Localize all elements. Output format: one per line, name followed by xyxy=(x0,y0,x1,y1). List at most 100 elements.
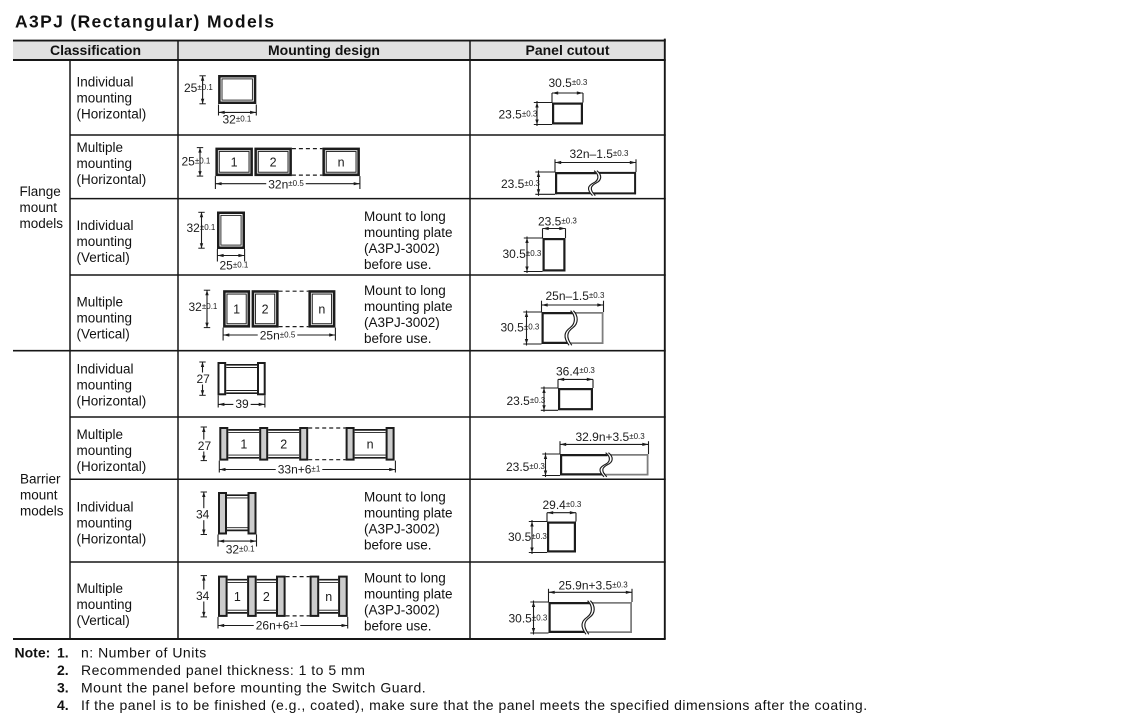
svg-text:If the panel is to be finished: If the panel is to be finished (e.g., co… xyxy=(81,697,868,713)
svg-text:29.4±0.3: 29.4±0.3 xyxy=(543,498,582,512)
svg-text:n: Number of Units: n: Number of Units xyxy=(81,645,207,661)
svg-text:Panel cutout: Panel cutout xyxy=(525,42,609,58)
svg-text:Note:: Note: xyxy=(15,645,51,661)
svg-text:Individual: Individual xyxy=(77,75,134,90)
svg-text:25±0.1: 25±0.1 xyxy=(182,155,211,169)
svg-text:39: 39 xyxy=(235,397,249,411)
svg-text:mounting: mounting xyxy=(77,156,133,171)
svg-text:34: 34 xyxy=(196,589,210,603)
svg-text:(A3PJ-3002): (A3PJ-3002) xyxy=(364,241,440,256)
svg-text:32±0.1: 32±0.1 xyxy=(187,221,216,235)
svg-text:Mount to long: Mount to long xyxy=(364,283,446,298)
svg-text:Mount to long: Mount to long xyxy=(364,571,446,586)
svg-text:3.: 3. xyxy=(57,680,69,696)
svg-text:23.5±0.3: 23.5±0.3 xyxy=(507,394,546,408)
svg-text:mount: mount xyxy=(20,200,58,215)
svg-text:Classification: Classification xyxy=(50,42,141,58)
svg-text:n: n xyxy=(325,590,332,604)
svg-text:n: n xyxy=(318,302,325,316)
svg-text:32±0.1: 32±0.1 xyxy=(226,543,255,557)
svg-text:2.: 2. xyxy=(57,662,69,678)
svg-text:(Vertical): (Vertical) xyxy=(77,327,130,342)
svg-text:32±0.1: 32±0.1 xyxy=(189,300,218,314)
svg-text:25n–1.5±0.3: 25n–1.5±0.3 xyxy=(546,289,605,303)
svg-text:(Horizontal): (Horizontal) xyxy=(77,531,147,546)
svg-text:mounting: mounting xyxy=(77,597,133,612)
svg-text:Individual: Individual xyxy=(77,362,134,377)
svg-text:26n+6±1: 26n+6±1 xyxy=(256,618,299,632)
svg-text:Flange: Flange xyxy=(20,184,61,199)
svg-text:Mounting design: Mounting design xyxy=(268,42,380,58)
svg-text:33n+6±1: 33n+6±1 xyxy=(278,463,321,477)
svg-text:Multiple: Multiple xyxy=(77,295,124,310)
svg-text:(Horizontal): (Horizontal) xyxy=(77,394,147,409)
svg-text:25.9n+3.5±0.3: 25.9n+3.5±0.3 xyxy=(559,579,629,593)
svg-text:(A3PJ-3002): (A3PJ-3002) xyxy=(364,603,440,618)
svg-text:n: n xyxy=(338,155,345,169)
svg-text:23.5±0.3: 23.5±0.3 xyxy=(538,215,577,229)
svg-text:mounting plate: mounting plate xyxy=(364,299,453,314)
svg-text:mounting: mounting xyxy=(77,234,133,249)
svg-text:1: 1 xyxy=(240,438,247,452)
svg-text:Mount to long: Mount to long xyxy=(364,489,446,504)
svg-text:Multiple: Multiple xyxy=(77,581,124,596)
svg-text:1: 1 xyxy=(233,302,240,316)
svg-text:25n±0.5: 25n±0.5 xyxy=(260,329,296,343)
svg-text:mounting: mounting xyxy=(77,378,133,393)
svg-text:1: 1 xyxy=(234,590,241,604)
svg-text:Barrier: Barrier xyxy=(20,472,61,487)
svg-text:27: 27 xyxy=(198,439,212,453)
svg-text:2: 2 xyxy=(270,155,277,169)
svg-text:32n–1.5±0.3: 32n–1.5±0.3 xyxy=(570,147,629,161)
svg-text:30.5±0.3: 30.5±0.3 xyxy=(549,76,588,90)
svg-text:n: n xyxy=(367,438,374,452)
svg-text:mounting: mounting xyxy=(77,443,133,458)
svg-text:2: 2 xyxy=(263,590,270,604)
svg-text:32n±0.5: 32n±0.5 xyxy=(268,177,304,191)
svg-text:36.4±0.3: 36.4±0.3 xyxy=(556,364,595,378)
svg-text:4.: 4. xyxy=(57,697,69,713)
svg-text:23.5±0.3: 23.5±0.3 xyxy=(499,108,538,122)
svg-text:(A3PJ-3002): (A3PJ-3002) xyxy=(364,315,440,330)
svg-text:25±0.1: 25±0.1 xyxy=(184,81,213,95)
svg-text:27: 27 xyxy=(197,372,211,386)
svg-text:30.5±0.3: 30.5±0.3 xyxy=(501,321,540,335)
svg-text:mounting: mounting xyxy=(77,515,133,530)
svg-text:(Vertical): (Vertical) xyxy=(77,250,130,265)
svg-text:mounting: mounting xyxy=(77,91,133,106)
svg-text:32.9n+3.5±0.3: 32.9n+3.5±0.3 xyxy=(576,430,646,444)
svg-text:32±0.1: 32±0.1 xyxy=(223,113,252,127)
svg-text:mounting plate: mounting plate xyxy=(364,225,453,240)
svg-text:(Horizontal): (Horizontal) xyxy=(77,172,147,187)
svg-text:34: 34 xyxy=(196,508,210,522)
svg-text:before use.: before use. xyxy=(364,331,432,346)
svg-text:23.5±0.3: 23.5±0.3 xyxy=(506,460,545,474)
svg-text:Individual: Individual xyxy=(77,499,134,514)
svg-text:Multiple: Multiple xyxy=(77,427,124,442)
svg-text:(A3PJ-3002): (A3PJ-3002) xyxy=(364,521,440,536)
svg-text:30.5±0.3: 30.5±0.3 xyxy=(508,530,547,544)
svg-text:30.5±0.3: 30.5±0.3 xyxy=(503,247,542,261)
svg-text:models: models xyxy=(20,216,64,231)
svg-text:2: 2 xyxy=(262,302,269,316)
svg-text:mount: mount xyxy=(20,488,58,503)
svg-text:mounting plate: mounting plate xyxy=(364,505,453,520)
svg-text:Individual: Individual xyxy=(77,218,134,233)
svg-text:30.5±0.3: 30.5±0.3 xyxy=(509,612,548,626)
svg-text:(Horizontal): (Horizontal) xyxy=(77,107,147,122)
svg-text:before use.: before use. xyxy=(364,257,432,272)
svg-text:(Vertical): (Vertical) xyxy=(77,613,130,628)
svg-text:before use.: before use. xyxy=(364,619,432,634)
svg-text:mounting: mounting xyxy=(77,311,133,326)
svg-text:A3PJ (Rectangular) Models: A3PJ (Rectangular) Models xyxy=(15,12,275,32)
svg-text:1.: 1. xyxy=(57,645,69,661)
svg-text:Multiple: Multiple xyxy=(77,140,124,155)
svg-text:Mount to long: Mount to long xyxy=(364,209,446,224)
svg-text:1: 1 xyxy=(231,155,238,169)
svg-text:mounting plate: mounting plate xyxy=(364,587,453,602)
svg-text:Mount the panel before mountin: Mount the panel before mounting the Swit… xyxy=(81,680,426,696)
svg-text:23.5±0.3: 23.5±0.3 xyxy=(501,177,540,191)
svg-text:before use.: before use. xyxy=(364,537,432,552)
svg-text:models: models xyxy=(20,504,64,519)
svg-text:(Horizontal): (Horizontal) xyxy=(77,459,147,474)
